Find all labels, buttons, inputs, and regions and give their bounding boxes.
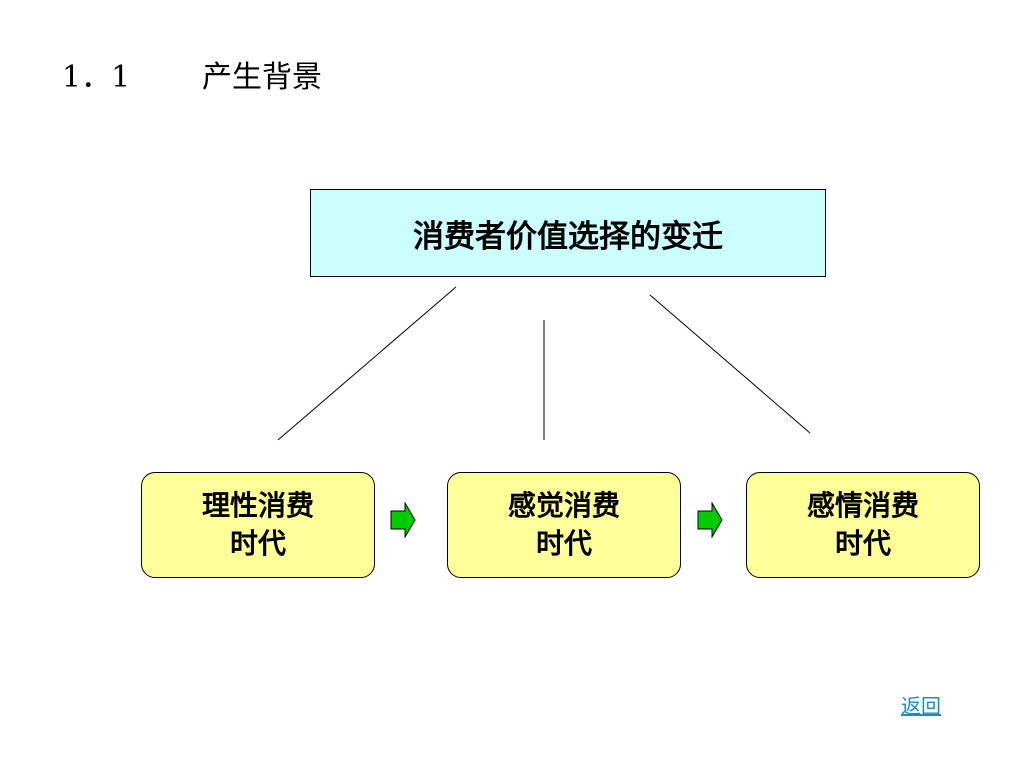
connector-line-left [277, 286, 457, 441]
era-label-line1: 感觉消费 [507, 489, 620, 522]
back-link[interactable]: 返回 [901, 694, 941, 718]
root-node: 消费者价值选择的变迁 [310, 189, 826, 277]
connector-line-right [649, 294, 811, 434]
era-node-sensory: 感觉消费 时代 [447, 472, 681, 578]
section-title: 产生背景 [202, 60, 322, 95]
era-label-line2: 时代 [834, 527, 891, 560]
era-label-line2: 时代 [535, 527, 592, 560]
era-label-line1: 感情消费 [806, 489, 919, 522]
era-label-line2: 时代 [229, 527, 286, 560]
right-arrow-icon [697, 502, 723, 538]
section-number: 1．1 [62, 60, 131, 95]
right-arrow-icon [390, 502, 416, 538]
root-node-label: 消费者价值选择的变迁 [413, 218, 723, 255]
era-node-emotional: 感情消费 时代 [746, 472, 980, 578]
era-node-rational: 理性消费 时代 [141, 472, 375, 578]
era-label-line1: 理性消费 [201, 489, 314, 522]
slide-heading: 1．1 产生背景 [62, 58, 322, 98]
